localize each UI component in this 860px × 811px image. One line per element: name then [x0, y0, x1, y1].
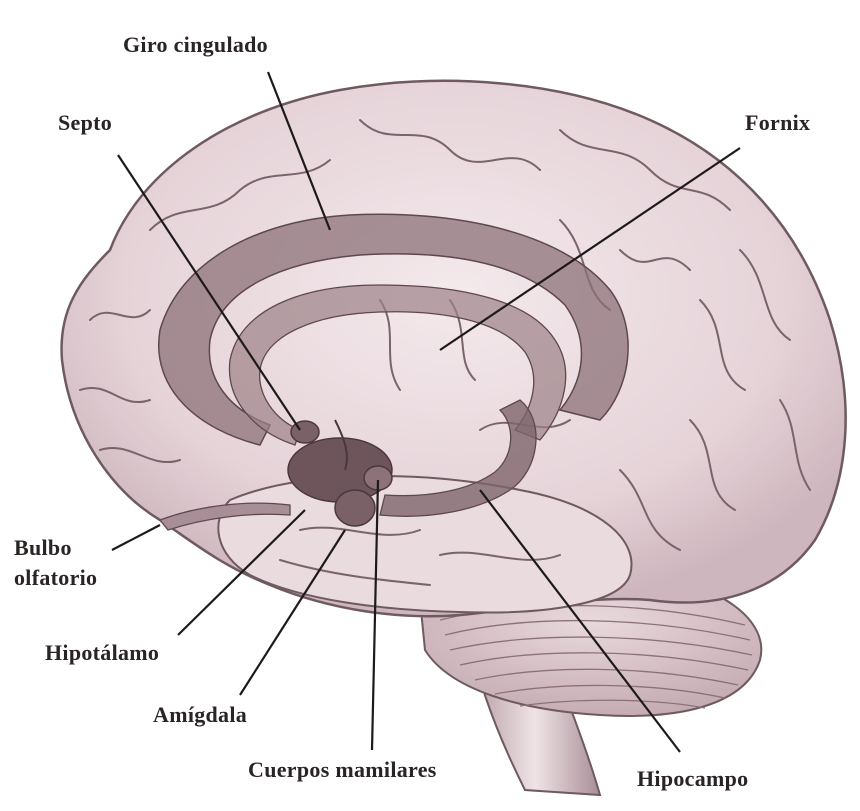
hippocampus — [379, 399, 537, 517]
pointer-bulbo-olfatorio — [111, 524, 161, 551]
label-bulbo-olfatorio: Bulbo olfatorio — [14, 533, 134, 593]
pointer-amigdala — [239, 529, 346, 696]
pointer-hipotalamo — [177, 509, 306, 636]
label-septo: Septo — [58, 110, 113, 135]
cingulate-gyrus-band — [158, 213, 629, 446]
cerebrum — [60, 79, 847, 618]
pointer-fornix — [439, 147, 741, 351]
pointer-cuerpos-mamilares — [370, 479, 380, 751]
label-bulbo-olfatorio-line2: olfatorio — [14, 565, 98, 590]
label-giro-cingulado: Giro cingulado — [123, 32, 268, 57]
pointer-giro-cingulado — [266, 71, 332, 231]
pointer-hipocampo — [479, 489, 681, 753]
label-hipocampo: Hipocampo — [637, 766, 749, 791]
label-bulbo-olfatorio-line1: Bulbo — [14, 535, 72, 560]
label-cuerpos-mamilares: Cuerpos mamilares — [248, 757, 437, 782]
pointer-septo — [117, 154, 301, 431]
cerebellum-folia — [439, 604, 753, 709]
olfactory-bulb — [158, 502, 291, 531]
temporal-lobe — [217, 475, 633, 614]
label-amigdala: Amígdala — [153, 702, 248, 727]
label-fornix: Fornix — [745, 110, 811, 135]
label-hipotalamo: Hipotálamo — [45, 640, 160, 665]
leader-lines — [111, 71, 741, 753]
